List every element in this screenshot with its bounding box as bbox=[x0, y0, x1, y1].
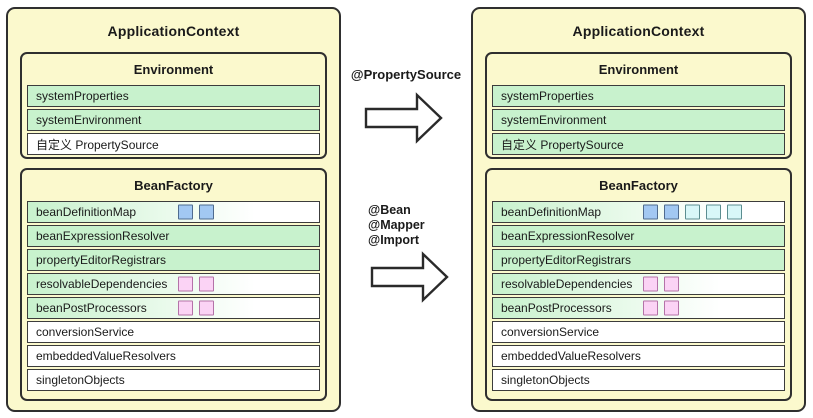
row-embeddedvalueresolvers: embeddedValueResolvers bbox=[492, 345, 785, 367]
row-systemenvironment: systemEnvironment bbox=[27, 109, 320, 131]
row-beanexpressionresolver: beanExpressionResolver bbox=[27, 225, 320, 247]
bean-factory-box: BeanFactory beanDefinitionMap beanExpress… bbox=[485, 168, 792, 401]
bean-factory-rows: beanDefinitionMap beanExpressionResolver p… bbox=[27, 201, 320, 391]
row-label: 自定义 PropertySource bbox=[36, 137, 159, 152]
row-resolvabledependencies: resolvableDependencies bbox=[27, 273, 320, 295]
row-resolvabledependencies: resolvableDependencies bbox=[492, 273, 785, 295]
row-beandefinitionmap: beanDefinitionMap bbox=[492, 201, 785, 223]
row-singletonobjects: singletonObjects bbox=[492, 369, 785, 391]
bean-squares bbox=[643, 300, 679, 316]
environment-title: Environment bbox=[598, 62, 679, 77]
row-label: beanPostProcessors bbox=[36, 301, 147, 315]
environment-box: Environment systemProperties systemEnviro… bbox=[485, 52, 792, 159]
panel-title: ApplicationContext bbox=[107, 23, 240, 39]
bean-squares bbox=[178, 300, 214, 316]
row-propertyeditorregistrars: propertyEditorRegistrars bbox=[27, 249, 320, 271]
import-annotation-line: @Import bbox=[368, 233, 420, 247]
bean-factory-title: BeanFactory bbox=[599, 178, 678, 193]
row-beanexpressionresolver: beanExpressionResolver bbox=[492, 225, 785, 247]
environment-rows: systemProperties systemEnvironment 自定义 Pro… bbox=[27, 85, 320, 155]
mapper-annotation-line: @Mapper bbox=[368, 218, 425, 232]
blue-bean-square-icon bbox=[664, 204, 679, 220]
row-singletonobjects: singletonObjects bbox=[27, 369, 320, 391]
row-conversionservice: conversionService bbox=[492, 321, 785, 343]
right-arrow-icon bbox=[364, 92, 443, 144]
pink-bean-square-icon bbox=[664, 300, 679, 316]
bean-factory-title: BeanFactory bbox=[134, 178, 213, 193]
bean-annotations-label: @Bean @Mapper @Import bbox=[368, 203, 425, 248]
row-propertyeditorregistrars: propertyEditorRegistrars bbox=[492, 249, 785, 271]
row-label: beanExpressionResolver bbox=[36, 229, 170, 243]
right-arrow-icon bbox=[370, 251, 449, 303]
row-label: beanDefinitionMap bbox=[36, 205, 137, 219]
cyan-bean-square-icon bbox=[706, 204, 721, 220]
row-label: beanDefinitionMap bbox=[501, 205, 602, 219]
pink-bean-square-icon bbox=[178, 300, 193, 316]
row-label: embeddedValueResolvers bbox=[501, 349, 641, 363]
row-label: singletonObjects bbox=[501, 373, 590, 387]
row-label: conversionService bbox=[36, 325, 135, 339]
row-label: resolvableDependencies bbox=[36, 277, 168, 291]
environment-box: Environment systemProperties systemEnviro… bbox=[20, 52, 327, 159]
row-beandefinitionmap: beanDefinitionMap bbox=[27, 201, 320, 223]
row-label: embeddedValueResolvers bbox=[36, 349, 176, 363]
row-systemenvironment: systemEnvironment bbox=[492, 109, 785, 131]
pink-bean-square-icon bbox=[643, 276, 658, 292]
row-systemproperties: systemProperties bbox=[492, 85, 785, 107]
bean-squares bbox=[178, 204, 214, 220]
row-label: systemEnvironment bbox=[501, 113, 607, 127]
row-label: beanExpressionResolver bbox=[501, 229, 635, 243]
row-label: propertyEditorRegistrars bbox=[36, 253, 167, 267]
panel-title: ApplicationContext bbox=[572, 23, 705, 39]
blue-bean-square-icon bbox=[643, 204, 658, 220]
blue-bean-square-icon bbox=[199, 204, 214, 220]
environment-title: Environment bbox=[133, 62, 214, 77]
blue-bean-square-icon bbox=[178, 204, 193, 220]
bean-squares bbox=[643, 276, 679, 292]
pink-bean-square-icon bbox=[664, 276, 679, 292]
row-label: systemEnvironment bbox=[36, 113, 142, 127]
row-label: resolvableDependencies bbox=[501, 277, 633, 291]
row-beanpostprocessors: beanPostProcessors bbox=[27, 297, 320, 319]
row-label: systemProperties bbox=[501, 89, 594, 103]
row-label: propertyEditorRegistrars bbox=[501, 253, 632, 267]
row-自定义-propertysource: 自定义 PropertySource bbox=[27, 133, 320, 155]
pink-bean-square-icon bbox=[199, 276, 214, 292]
row-systemproperties: systemProperties bbox=[27, 85, 320, 107]
bean-factory-box: BeanFactory beanDefinitionMap beanExpress… bbox=[20, 168, 327, 401]
row-conversionservice: conversionService bbox=[27, 321, 320, 343]
row-beanpostprocessors: beanPostProcessors bbox=[492, 297, 785, 319]
cyan-bean-square-icon bbox=[727, 204, 742, 220]
pink-bean-square-icon bbox=[199, 300, 214, 316]
row-label: conversionService bbox=[501, 325, 600, 339]
row-label: beanPostProcessors bbox=[501, 301, 612, 315]
row-embeddedvalueresolvers: embeddedValueResolvers bbox=[27, 345, 320, 367]
row-label: systemProperties bbox=[36, 89, 129, 103]
row-label: singletonObjects bbox=[36, 373, 125, 387]
bean-squares bbox=[643, 204, 742, 220]
cyan-bean-square-icon bbox=[685, 204, 700, 220]
application-context-panel-before: ApplicationContext Environment systemPro… bbox=[6, 7, 341, 412]
pink-bean-square-icon bbox=[643, 300, 658, 316]
property-source-annotation-label: @PropertySource bbox=[350, 67, 462, 82]
row-自定义-propertysource: 自定义 PropertySource bbox=[492, 133, 785, 155]
row-label: 自定义 PropertySource bbox=[501, 137, 624, 152]
environment-rows: systemProperties systemEnvironment 自定义 Pro… bbox=[492, 85, 785, 155]
pink-bean-square-icon bbox=[178, 276, 193, 292]
bean-annotation-line: @Bean bbox=[368, 203, 411, 217]
bean-squares bbox=[178, 276, 214, 292]
application-context-panel-after: ApplicationContext Environment systemPro… bbox=[471, 7, 806, 412]
bean-factory-rows: beanDefinitionMap beanExpressionResolver p… bbox=[492, 201, 785, 391]
